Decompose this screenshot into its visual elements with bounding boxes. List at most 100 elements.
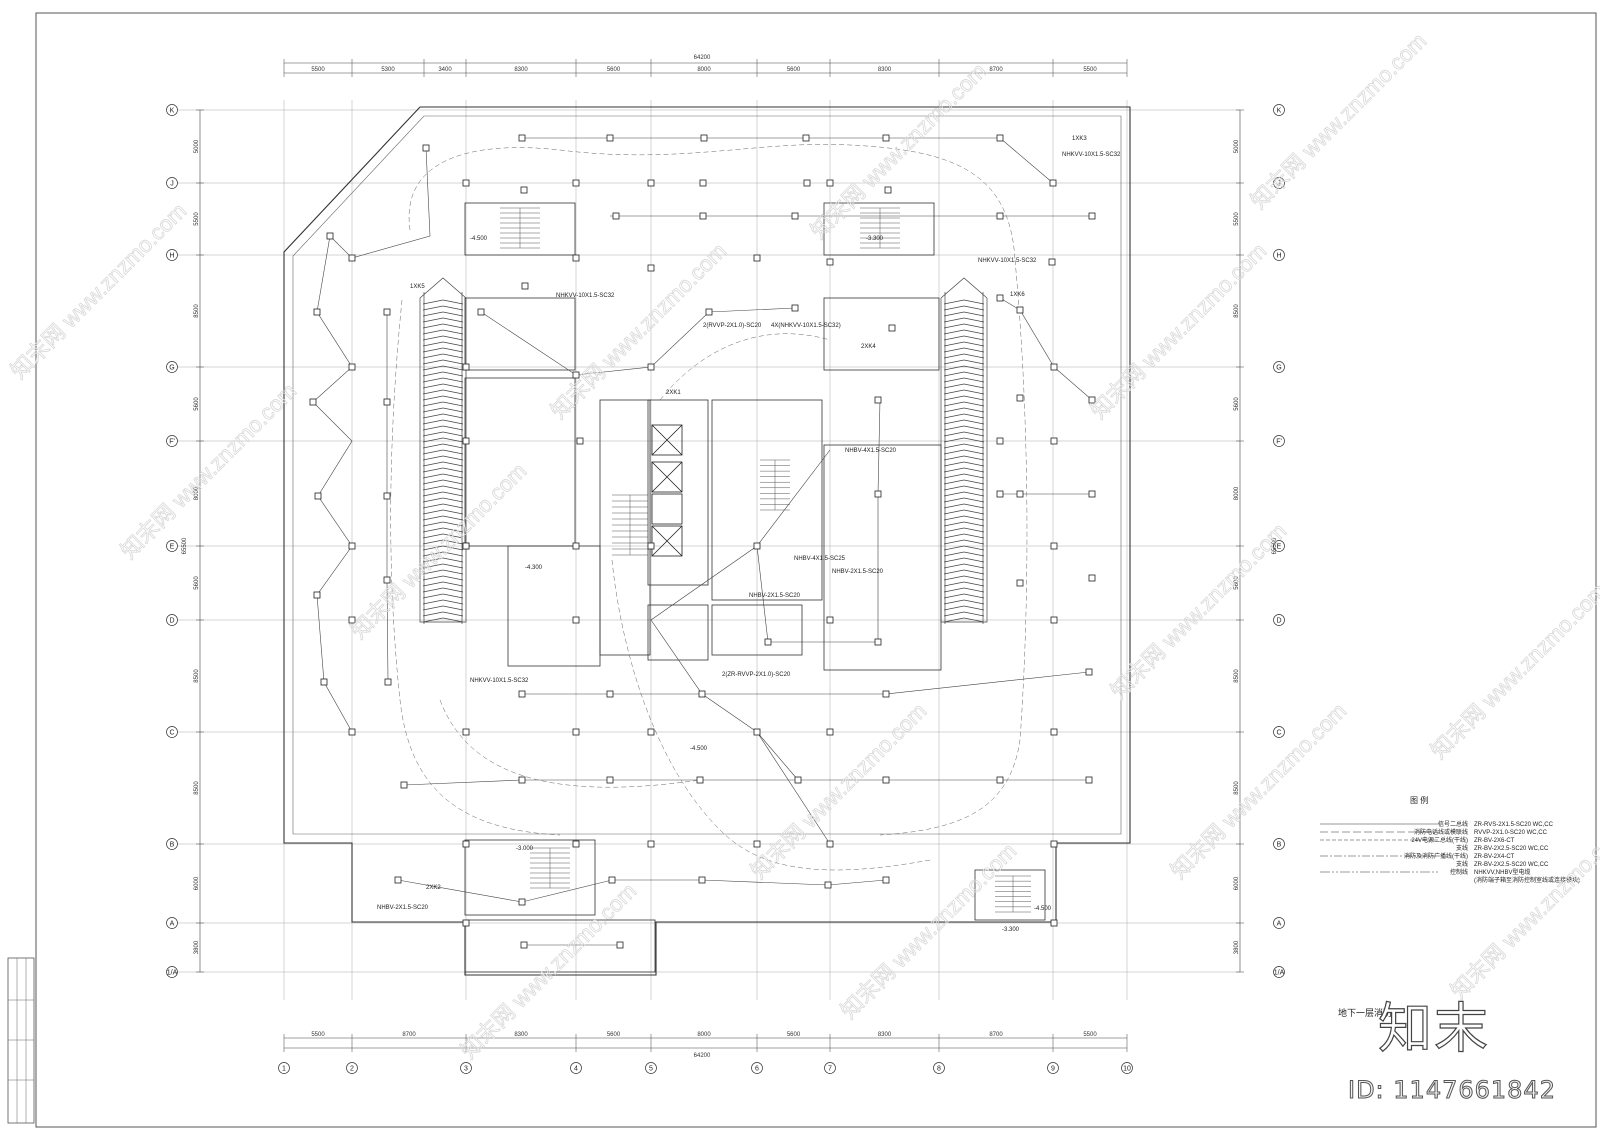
detector-device [1050, 363, 1058, 371]
detector-device [348, 363, 356, 371]
ramp-hatch [442, 341, 464, 347]
ramp-hatch [963, 377, 985, 383]
level-label: -4.500 [690, 746, 708, 752]
row-axis-label: H [169, 253, 174, 260]
ramp-hatch [943, 473, 965, 479]
dimension-value: 8500 [194, 669, 200, 683]
ramp-hatch [943, 599, 965, 605]
ramp-hatch [422, 461, 444, 467]
ramp-hatch [442, 425, 464, 431]
legend-name: 支线 [1456, 860, 1468, 868]
ramp-hatch [963, 497, 985, 503]
detector-device [394, 876, 402, 884]
detector-device [1016, 306, 1024, 314]
col-axis-bubble [645, 1062, 657, 1074]
legend-title: 图 例 [1410, 795, 1428, 805]
row-axis-bubble [166, 540, 178, 552]
col-axis-label: 10 [1123, 1066, 1131, 1073]
ramp-hatch [442, 593, 464, 599]
box-label: 1XK6 [1010, 292, 1025, 298]
row-axis-bubble [166, 614, 178, 626]
dimension-value: 5600 [787, 67, 801, 73]
detector-device [996, 776, 1004, 784]
detector-device [794, 776, 802, 784]
title-strip [7, 957, 35, 1124]
ramp-hatch [943, 377, 965, 383]
ramp-hatch [422, 587, 444, 593]
ramp-hatch [963, 551, 985, 557]
ramp-hatch [422, 503, 444, 509]
ramp-hatch [963, 413, 985, 419]
ramp-hatch [442, 437, 464, 443]
dimension-value: 8500 [194, 781, 200, 795]
col-axis-label: 8 [937, 1066, 941, 1073]
dimension-value: 8300 [514, 1032, 528, 1038]
ramp-hatch [943, 449, 965, 455]
detector-device [320, 678, 328, 686]
ramp-hatch [963, 527, 985, 533]
row-axis-bubble [166, 249, 178, 261]
detector-device [882, 876, 890, 884]
dimension-value: 8000 [194, 486, 200, 500]
detector-device [791, 212, 799, 220]
detector-device [462, 728, 470, 736]
level-label: -3.300 [1002, 927, 1020, 933]
detector-device [384, 678, 392, 686]
ramp-hatch [963, 521, 985, 527]
detector-device [753, 542, 761, 550]
ramp-hatch [943, 383, 965, 389]
detector-device [882, 690, 890, 698]
box-labels: 1XK3 1XK5 1XK6 2XK4 2XK1 2XK2 [410, 136, 1087, 891]
ramp-hatch [963, 443, 985, 449]
ramp-hatch [422, 437, 444, 443]
detector-device [462, 919, 470, 927]
col-axis-label: 3 [464, 1066, 468, 1073]
detector-device [647, 264, 655, 272]
watermark-text: 知末网 www.znzmo.com [1426, 578, 1600, 763]
ramp-hatch [943, 413, 965, 419]
circuit-run [397, 879, 887, 903]
ramp-hatch [442, 371, 464, 377]
dimension-value: 6000 [194, 876, 200, 890]
ramp-hatch [422, 359, 444, 365]
ramp-hatch [422, 443, 444, 449]
cable-label: 2(ZR-RVVP-2X1.0)-SC20 [722, 672, 791, 678]
row-axis-bubble [1273, 966, 1285, 978]
detector-device [606, 776, 614, 784]
dimension-value: 5600 [1234, 397, 1240, 411]
dimension-value: 5600 [787, 1032, 801, 1038]
circuit-run [756, 399, 881, 643]
row-axis-label: G [1276, 365, 1281, 372]
dimension-value: 8000 [697, 67, 711, 73]
ramp-hatch [422, 467, 444, 473]
detector-device [572, 254, 580, 262]
detector-device [383, 308, 391, 316]
ramp-hatch [442, 407, 464, 413]
ramp-hatch [943, 509, 965, 515]
ramp-hatch [943, 611, 965, 617]
legend-spec: ZR-BV-2X2.5-SC20 WC,CC [1474, 846, 1549, 852]
detector-device [348, 616, 356, 624]
ramp-hatch [422, 605, 444, 611]
cable-label: NHKVV-10X1.5-SC32 [1062, 152, 1121, 158]
detector-device [1085, 668, 1093, 676]
dashed-route [879, 259, 1028, 836]
detector-device [753, 728, 761, 736]
ramp-hatch [963, 599, 985, 605]
detector-device [882, 134, 890, 142]
ramp-hatch [422, 413, 444, 419]
detector-device [696, 776, 704, 784]
row-axis-bubble [166, 917, 178, 929]
ramp-hatch [943, 539, 965, 545]
detector-device [1085, 776, 1093, 784]
ramp-hatch [442, 515, 464, 521]
dimension-value: 8300 [878, 1032, 892, 1038]
ramp-hatch [943, 407, 965, 413]
ramp-hatch [442, 305, 464, 311]
ramp-hatch [442, 473, 464, 479]
ramp-hatch [422, 407, 444, 413]
ramp-hatch [422, 551, 444, 557]
detector-device [612, 212, 620, 220]
